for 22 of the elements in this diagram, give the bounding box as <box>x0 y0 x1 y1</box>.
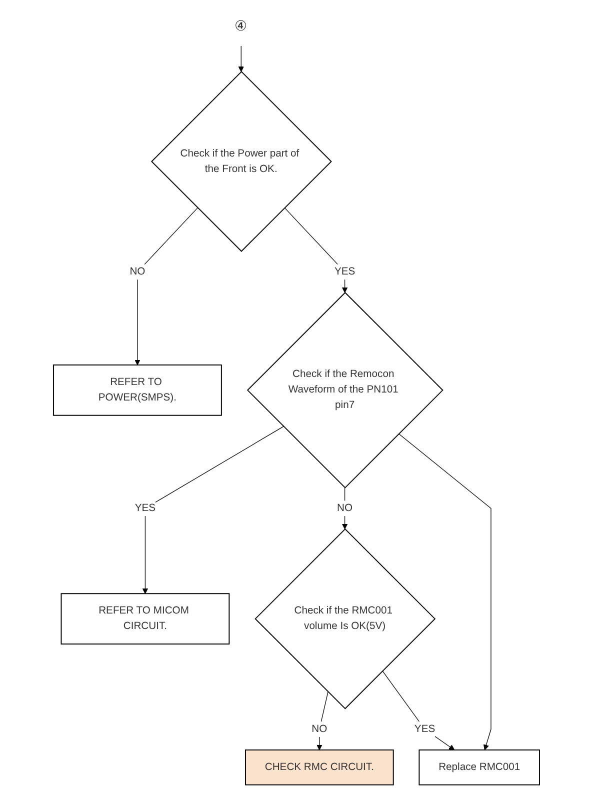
arrow <box>238 46 244 72</box>
edge-label: YES <box>334 266 356 278</box>
arrow <box>316 692 328 750</box>
node-box: CHECK RMC CIRCUIT. <box>245 749 394 786</box>
node-box: REFER TO MICOM CIRCUIT. <box>60 593 230 644</box>
node-diamond: Check if the Remocon Waveform of the PN101 pin7 <box>246 292 444 488</box>
edge-label: NO <box>130 266 146 278</box>
node-diamond: Check if the Power part of the Front is OK. <box>150 71 332 252</box>
arrow <box>342 487 348 530</box>
edge-label: YES <box>414 723 436 734</box>
arrow <box>284 207 348 293</box>
edge-label: YES <box>134 502 156 514</box>
node-text: ④ <box>234 17 248 34</box>
edge-label: NO <box>312 723 328 734</box>
arrow <box>134 207 198 366</box>
node-box: REFER TO POWER(SMPS). <box>53 364 222 416</box>
arrow <box>398 433 492 750</box>
arrow <box>142 426 284 594</box>
node-diamond: Check if the RMC001 volume Is OK(5V) <box>254 528 436 710</box>
node-box: Replace RMC001 <box>418 749 540 786</box>
arrow <box>382 670 455 750</box>
edge-label: NO <box>337 502 353 514</box>
